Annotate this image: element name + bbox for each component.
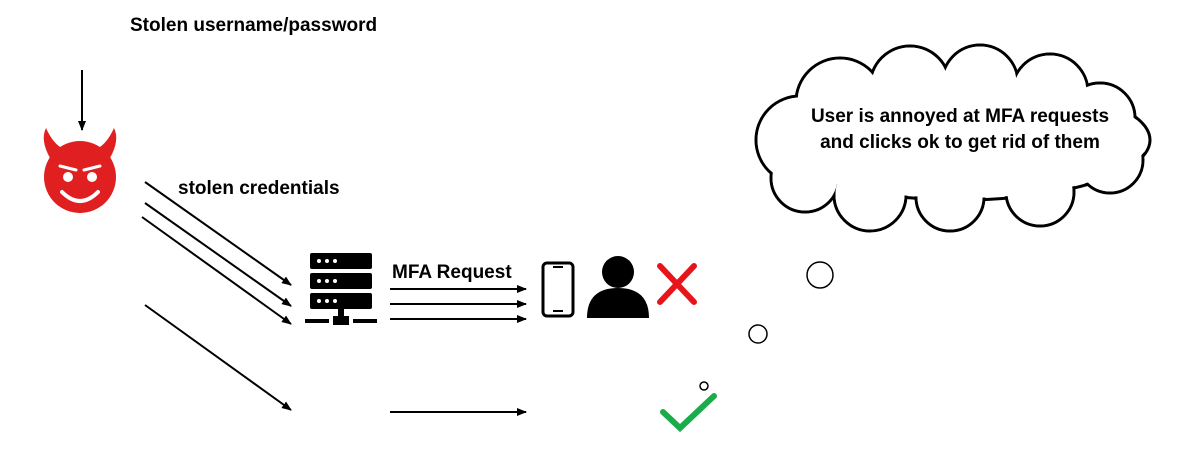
stolen-password-label: Stolen username/password [130, 15, 378, 36]
stolen-credentials-label: stolen credentials [178, 178, 340, 199]
thought-cloud [754, 43, 1152, 233]
mfa-request-label: MFA Request [392, 262, 512, 283]
thought-text: User is annoyed at MFA requests and clic… [770, 104, 1150, 156]
red-x-icon [657, 263, 697, 305]
thought-line-2: and clicks ok to get rid of them [820, 132, 1100, 153]
credential-arrows [141, 181, 292, 411]
thought-line-1: User is annoyed at MFA requests [810, 106, 1110, 127]
mfa-request-arrows [390, 285, 527, 416]
user-icon [587, 256, 649, 318]
thought-bubbles [699, 261, 834, 391]
smartphone-icon [541, 261, 575, 318]
green-check-icon [660, 393, 717, 433]
devil-face-icon [43, 128, 117, 213]
server-icon [305, 253, 377, 325]
